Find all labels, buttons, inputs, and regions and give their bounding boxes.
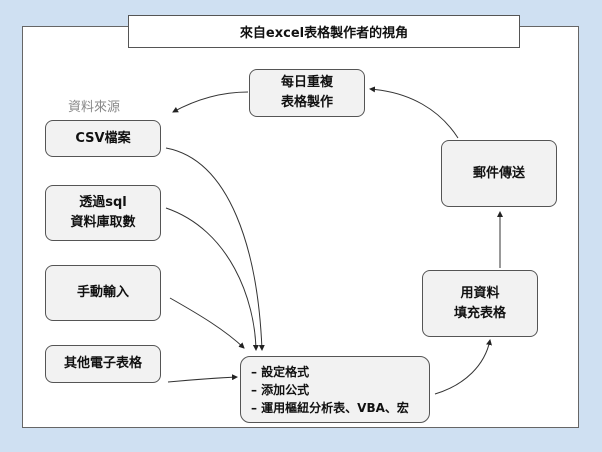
node-text: 其他電子表格 bbox=[63, 356, 142, 371]
node-text: CSV檔案 bbox=[75, 130, 131, 146]
process-item: – 運用樞紐分析表、VBA、宏 bbox=[251, 401, 409, 415]
node-text: 資料庫取數 bbox=[70, 215, 136, 230]
arrow-daily-to-sources bbox=[172, 91, 249, 113]
diagram-title: 來自excel表格製作者的視角 bbox=[128, 15, 520, 48]
node-text: 每日重複 bbox=[280, 75, 333, 90]
arrow-other-to-process bbox=[167, 374, 238, 383]
process-item: – 添加公式 bbox=[251, 383, 310, 397]
node-text: 填充表格 bbox=[453, 305, 506, 321]
arrow-csv-to-process bbox=[165, 147, 265, 351]
node-process-steps: – 設定格式 – 添加公式 – 運用樞紐分析表、VBA、宏 bbox=[240, 356, 430, 423]
data-source-label: 資料來源 bbox=[68, 100, 121, 115]
node-text: 用資料 bbox=[460, 285, 500, 301]
node-email-send: 郵件傳送 bbox=[441, 140, 557, 207]
process-item: – 設定格式 bbox=[251, 365, 310, 379]
node-manual-input: 手動輸入 bbox=[45, 265, 161, 321]
node-fill-table: 用資料 填充表格 bbox=[422, 270, 538, 337]
node-text: 手動輸入 bbox=[76, 285, 129, 300]
node-sql-database: 透過sql 資料庫取數 bbox=[45, 185, 161, 241]
arrow-sql-to-process bbox=[165, 207, 259, 351]
node-other-spreadsheets: 其他電子表格 bbox=[45, 345, 161, 383]
arrow-manual-to-process bbox=[169, 297, 245, 349]
node-csv-file: CSV檔案 bbox=[45, 120, 161, 157]
node-text: 透過sql bbox=[79, 195, 127, 210]
node-daily-table-making: 每日重複 表格製作 bbox=[249, 69, 365, 117]
arrow-mail-to-daily bbox=[369, 86, 459, 139]
arrow-process-to-fill bbox=[434, 339, 492, 395]
node-text: 郵件傳送 bbox=[472, 165, 525, 181]
node-text: 表格製作 bbox=[280, 95, 333, 110]
